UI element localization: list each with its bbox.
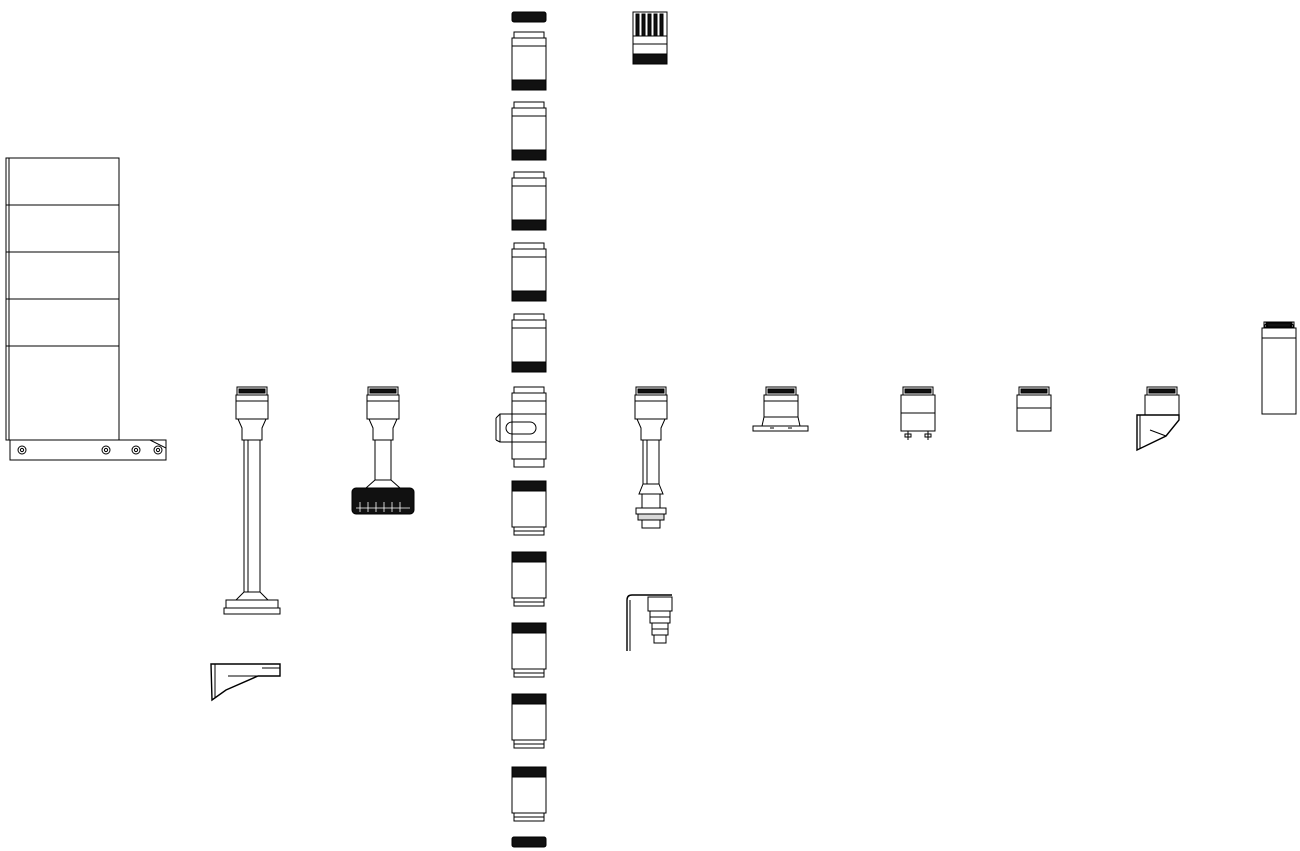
terminal-base xyxy=(900,386,936,440)
pole-mount-long xyxy=(223,386,281,615)
angle-bracket-clamp xyxy=(626,594,673,651)
tall-single-module xyxy=(1261,321,1297,415)
tube-mount-threaded xyxy=(634,386,668,529)
module-lower-1 xyxy=(511,480,547,536)
module-lower-3 xyxy=(511,622,547,678)
base-module-plain xyxy=(1016,386,1052,432)
angle-wall-mount xyxy=(1136,386,1180,452)
wall-panel-bracket xyxy=(5,157,167,461)
module-lower-5 xyxy=(511,766,547,822)
module-lower-4 xyxy=(511,693,547,749)
wall-bracket-lower xyxy=(210,663,281,702)
flange-base-mount xyxy=(752,386,809,432)
stacked-light-modules xyxy=(495,11,547,848)
module-upper-1 xyxy=(511,31,547,91)
module-lower-2 xyxy=(511,551,547,607)
module-upper-5 xyxy=(511,313,547,373)
module-upper-2 xyxy=(511,101,547,161)
side-clamp-module xyxy=(495,386,547,468)
weighted-base-mount xyxy=(351,386,415,515)
buzzer-top-cap xyxy=(632,11,668,65)
module-upper-3 xyxy=(511,171,547,231)
module-upper-4 xyxy=(511,242,547,302)
